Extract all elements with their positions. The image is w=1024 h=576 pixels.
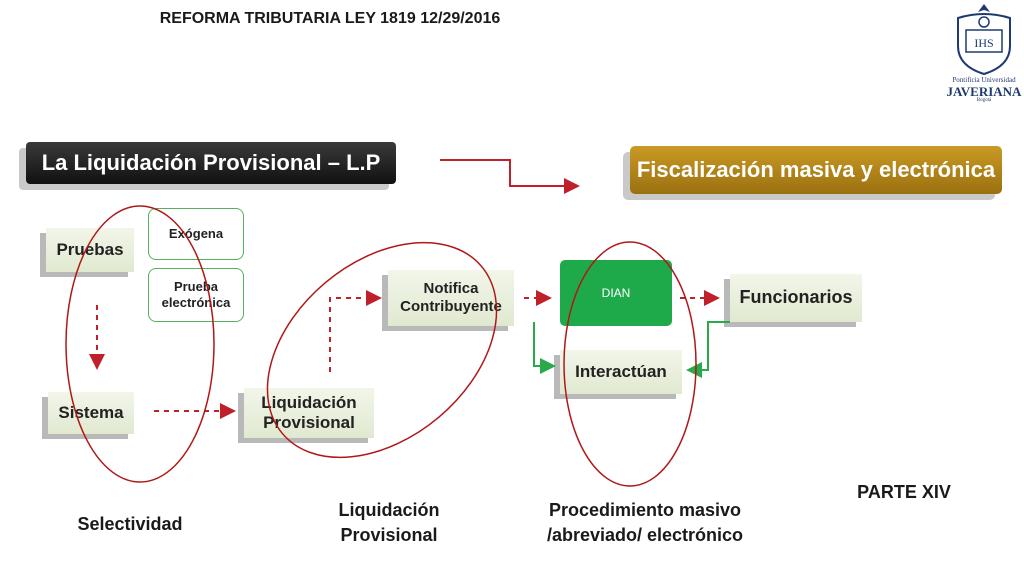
node-dian: DIAN: [560, 260, 672, 326]
node-funcionarios: Funcionarios: [730, 274, 862, 322]
logo-monogram: IHS: [974, 36, 993, 50]
highlight-ellipse-liquidacion: [266, 241, 498, 459]
banner-fiscalizacion: Fiscalización masiva y electrónica: [630, 146, 1002, 194]
node-exogena: Exógena: [148, 208, 244, 260]
arrow-notifica-interactuan: [533, 322, 556, 374]
node-interactuan: Interactúan: [560, 350, 682, 394]
banner-connector-arrow: [440, 159, 580, 194]
arrow-liquidacion-notifica: [329, 290, 382, 372]
node-notifica-contribuyente: Notifica Contribuyente: [388, 270, 514, 326]
university-logo: IHS Pontificia Universidad JAVERIANA Bog…: [944, 0, 1024, 104]
crest-icon: IHS: [957, 4, 1011, 76]
label-selectividad: Selectividad: [77, 514, 183, 534]
logo-line3: Bogotá: [976, 98, 992, 103]
arrow-funcionarios-interactuan: [686, 321, 730, 378]
banner-liquidacion-provisional: La Liquidación Provisional – L.P: [26, 142, 396, 184]
node-pruebas: Pruebas: [46, 228, 134, 272]
highlight-ellipse-selectividad: [65, 205, 215, 483]
label-liquidacion-provisional: Liquidación Provisional: [338, 500, 440, 546]
logo-line1: Pontificia Universidad: [952, 76, 1016, 84]
label-procedimiento: Procedimiento masivo /abreviado/ electró…: [546, 500, 744, 546]
node-liquidacion-provisional: Liquidación Provisional: [244, 388, 374, 438]
page-title: REFORMA TRIBUTARIA LEY 1819 12/29/2016: [159, 10, 501, 27]
logo-line2: JAVERIANA: [946, 84, 1022, 99]
node-sistema: Sistema: [48, 392, 134, 434]
label-parte: PARTE XIV: [857, 482, 951, 502]
highlight-ellipse-procedimiento: [563, 241, 697, 487]
node-prueba-electronica: Prueba electrónica: [148, 268, 244, 322]
